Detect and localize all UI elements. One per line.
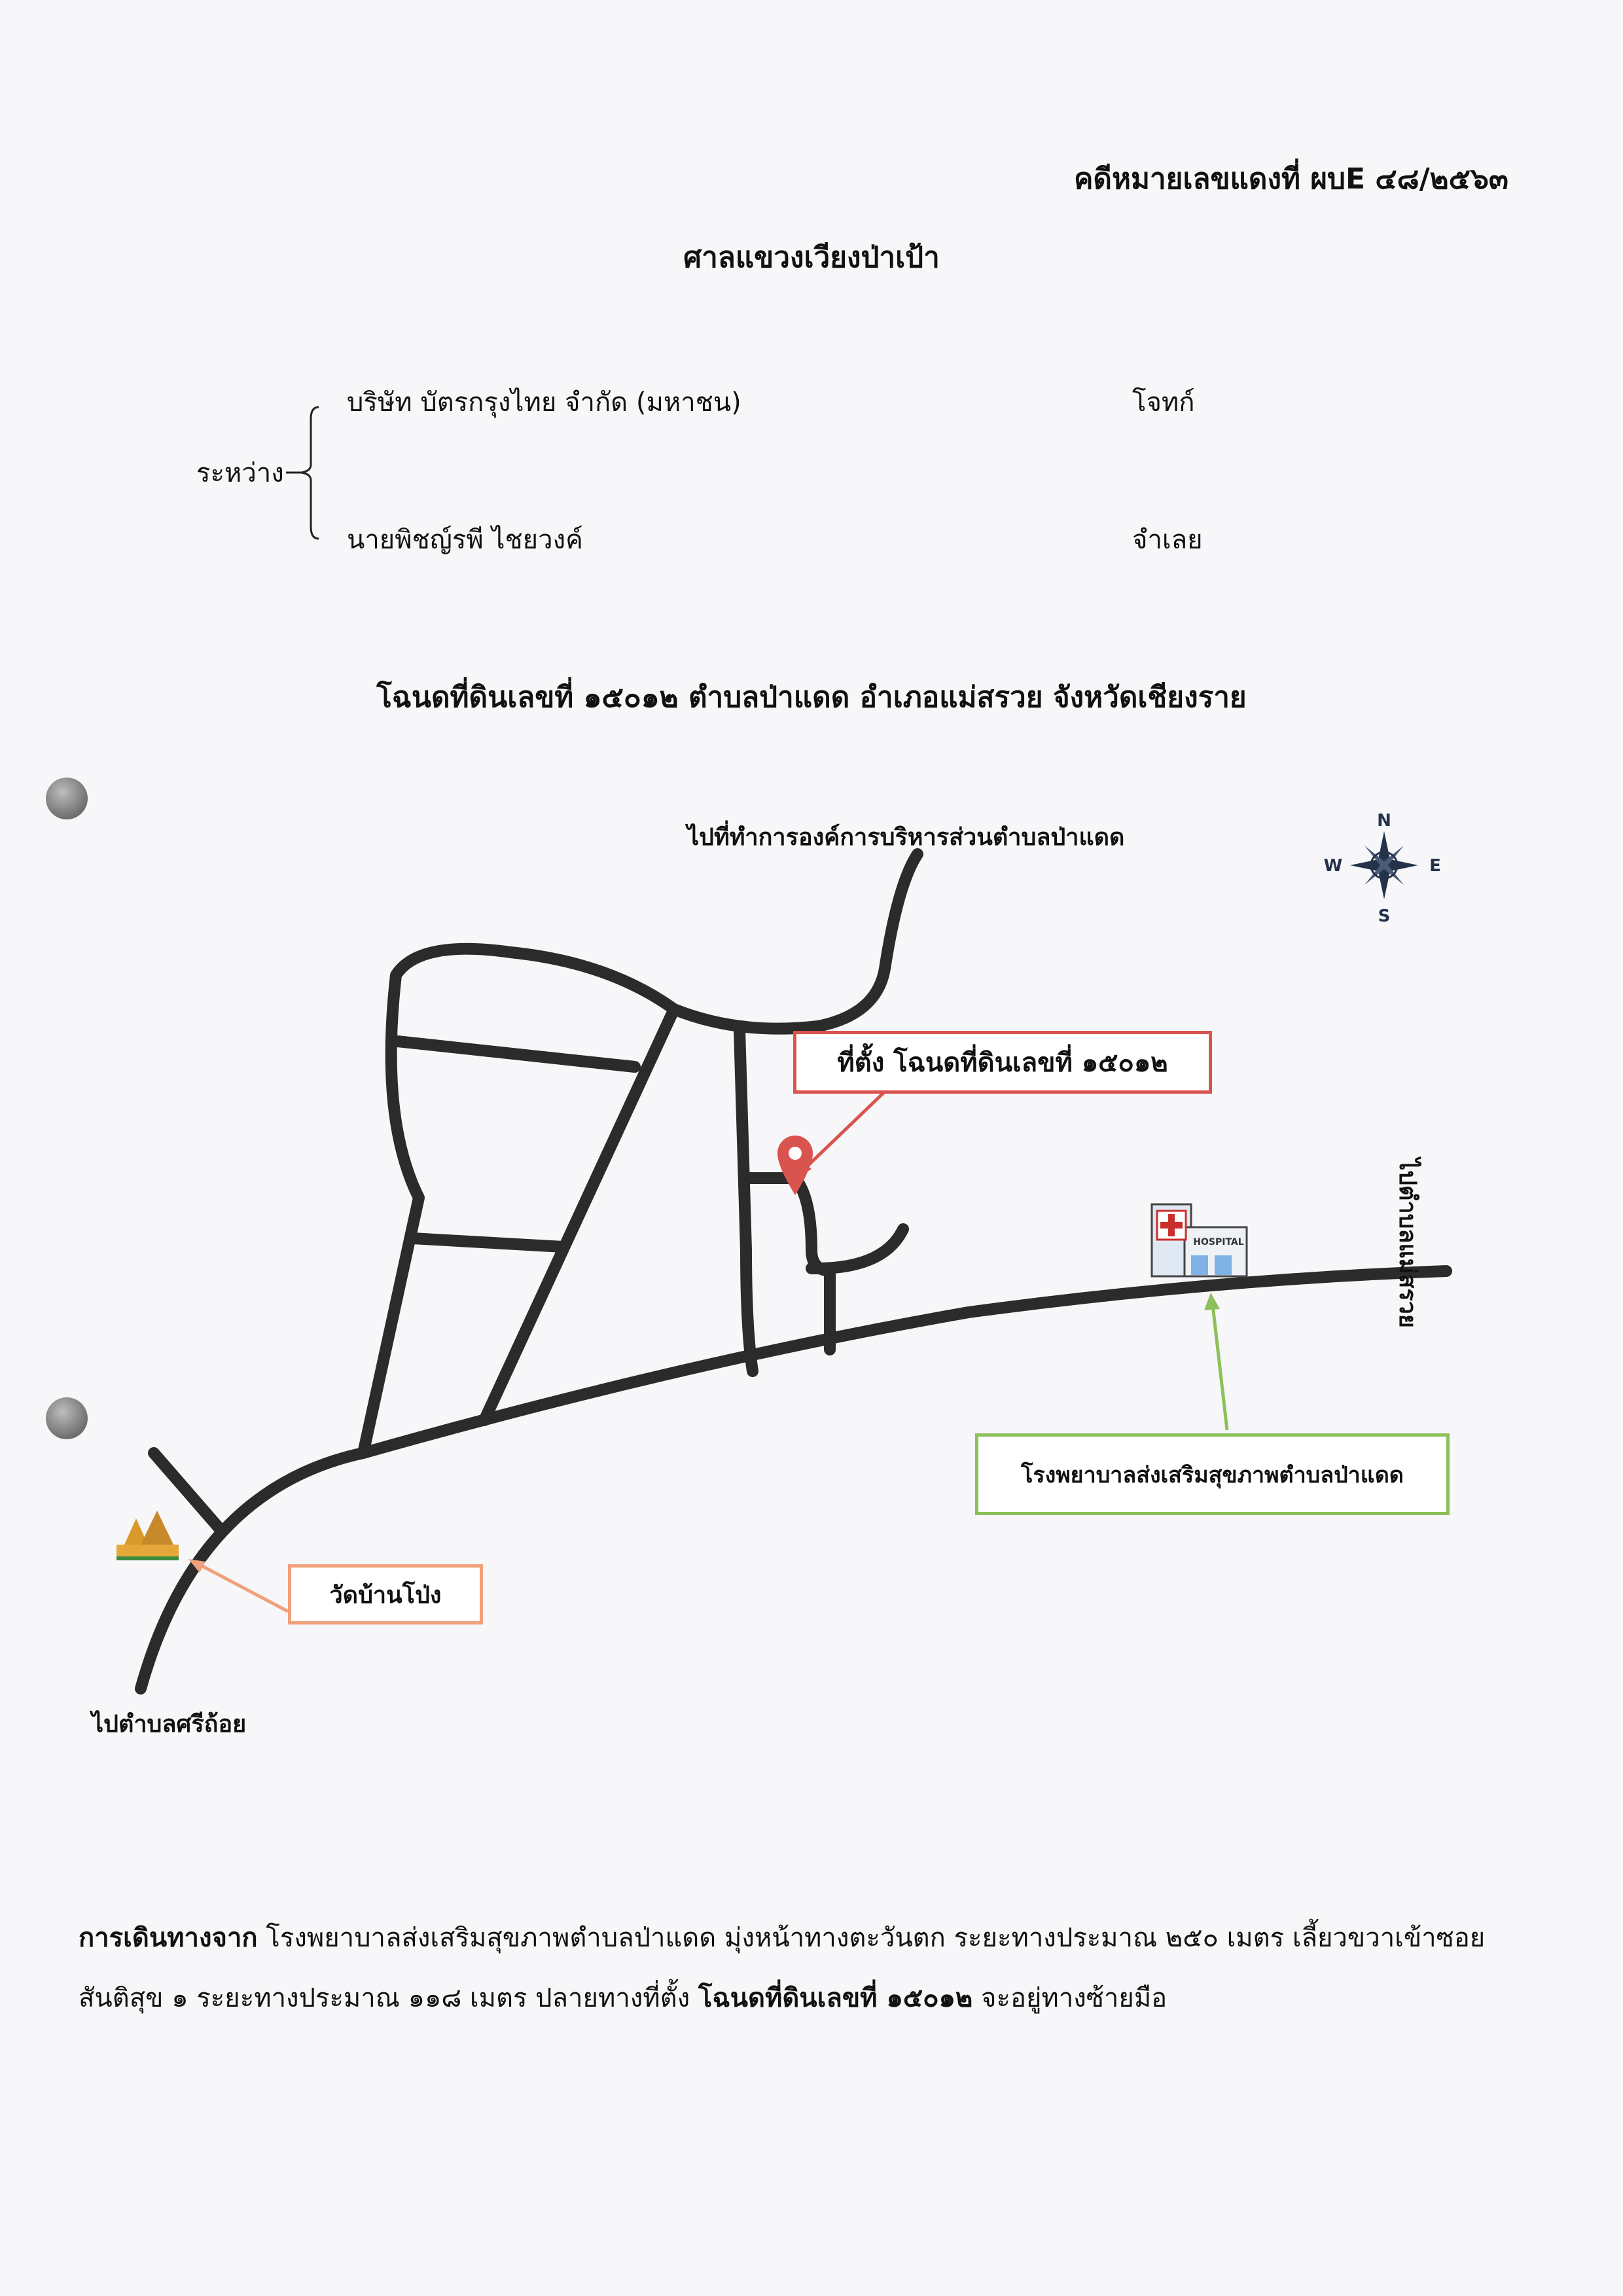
- between-label: ระหว่าง: [196, 458, 284, 488]
- directions-text-1: โรงพยาบาลส่งเสริมสุขภาพตำบลป่าแดด มุ่งหน…: [79, 1923, 1486, 2013]
- location-map: HOSPITAL N S E W ไปที่ทำการองค์การบริหา: [0, 753, 1623, 1774]
- map-title: โฉนดที่ดินเลขที่ ๑๕๐๑๒ ตำบลป่าแดด อำเภอแ…: [376, 681, 1247, 714]
- loop-cross-road-1: [385, 1035, 641, 1073]
- compass-w: W: [1324, 856, 1343, 876]
- temple-callout: วัดบ้านโป่ง: [288, 1564, 483, 1624]
- parties-brace: [286, 406, 319, 540]
- temple-leader-line: [195, 1561, 289, 1613]
- hospital-sign: HOSPITAL: [1193, 1237, 1243, 1247]
- compass-e: E: [1429, 856, 1441, 876]
- plot-branch-road: [806, 1223, 909, 1275]
- plot-leader-line: [800, 1088, 888, 1173]
- southwest-road-label: ไปตำบลศรีถ้อย: [92, 1711, 247, 1738]
- case-number: คดีหมายเลขแดงที่ ผบE ๔๘/๒๕๖๓: [1073, 162, 1508, 196]
- hospital-icon: HOSPITAL: [1150, 1203, 1248, 1278]
- compass-icon: N S E W: [1324, 811, 1441, 926]
- plot-callout: ที่ตั้ง โฉนดที่ดินเลขที่ ๑๕๐๑๒: [793, 1031, 1212, 1094]
- directions-text-2: จะอยู่ทางซ้ายมือ: [972, 1983, 1168, 2013]
- defendant-name: นายพิชญ์รพี ไชยวงค์: [347, 525, 583, 555]
- loop-cross-road-2: [406, 1232, 569, 1253]
- road-network: HOSPITAL N S E W: [116, 811, 1452, 1695]
- temple-spur-road: [148, 1447, 225, 1534]
- plaintiff-role: โจทก์: [1132, 387, 1195, 418]
- directions-lead: การเดินทางจาก: [79, 1923, 258, 1953]
- hospital-callout: โรงพยาบาลส่งเสริมสุขภาพตำบลป่าแดด: [975, 1433, 1450, 1515]
- plot-access-road: [743, 1172, 836, 1277]
- soi-road: [734, 1025, 758, 1377]
- court-name: ศาลแขวงเวียงป่าเป้า: [683, 241, 940, 274]
- defendant-role: จำเลย: [1132, 525, 1203, 555]
- hospital-leader-line: [1210, 1299, 1229, 1431]
- north-road-label: ไปที่ทำการองค์การบริหารส่วนตำบลป่าแดด: [687, 824, 1125, 851]
- punch-hole-bottom: [46, 1397, 88, 1439]
- compass-n: N: [1377, 811, 1391, 831]
- directions-paragraph: การเดินทางจาก โรงพยาบาลส่งเสริมสุขภาพตำบ…: [79, 1908, 1544, 2028]
- plaintiff-name: บริษัท บัตรกรุงไทย จำกัด (มหาชน): [347, 387, 741, 418]
- loop-road: [357, 942, 680, 1459]
- east-road-label: ไปตำบลแม่สรวย: [1394, 1158, 1421, 1329]
- temple-icon: [116, 1511, 179, 1560]
- compass-s: S: [1378, 906, 1391, 926]
- directions-plot-ref: โฉนดที่ดินเลขที่ ๑๕๐๑๒: [698, 1983, 973, 2013]
- north-road: [668, 848, 923, 1035]
- location-pin-icon: [777, 1136, 813, 1195]
- punch-hole-top: [46, 778, 88, 819]
- main-road: [135, 1265, 1452, 1695]
